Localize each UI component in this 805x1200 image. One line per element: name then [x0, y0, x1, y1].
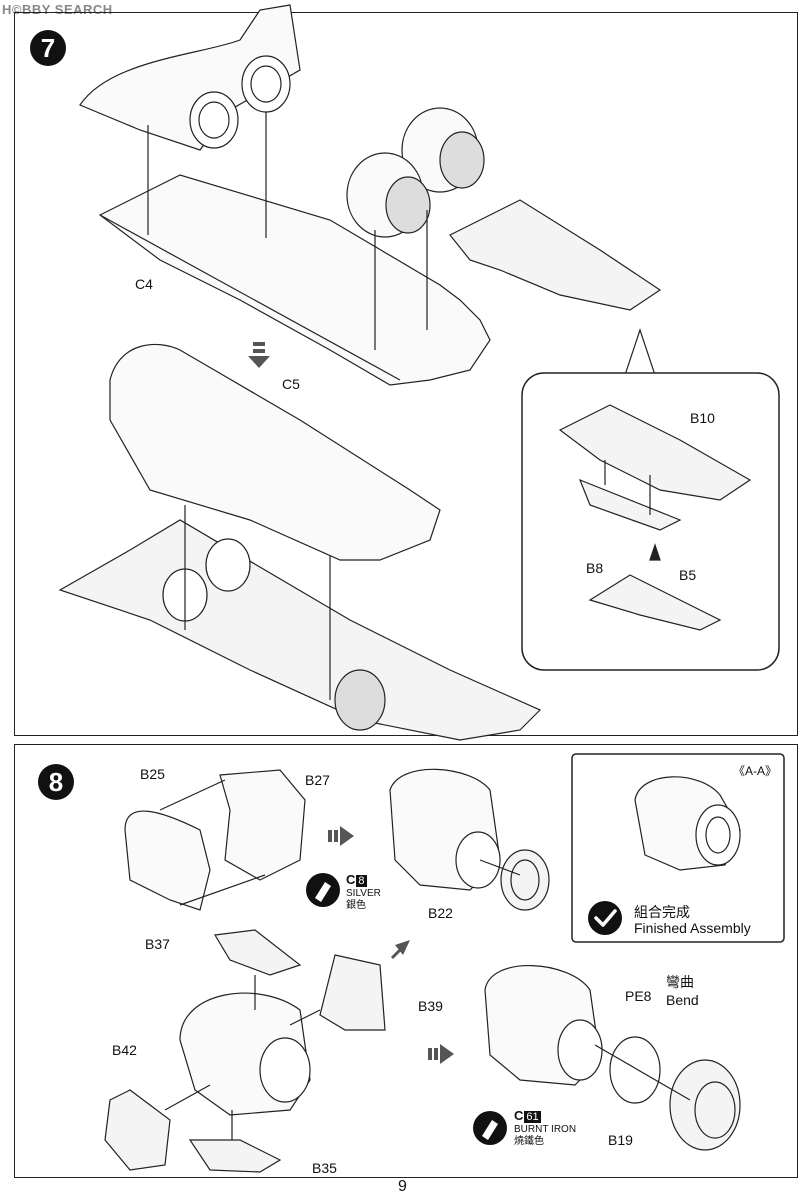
label-b19: B19	[608, 1132, 633, 1148]
label-b35: B35	[312, 1160, 337, 1176]
label-c4: C4	[135, 276, 153, 292]
bend-note-en: Bend	[666, 992, 699, 1008]
b39-part	[319, 954, 386, 1031]
pe8-part	[609, 1036, 661, 1104]
label-b42: B42	[112, 1042, 137, 1058]
paint-brush-icon	[473, 1111, 507, 1145]
finished-assembly-en: Finished Assembly	[634, 920, 751, 936]
bend-note-jp: 彎曲	[666, 974, 694, 990]
watermark: H©BBY SEARCH	[2, 2, 113, 17]
b19-part	[669, 1059, 741, 1151]
label-b39: B39	[418, 998, 443, 1014]
check-icon	[588, 901, 622, 935]
paint-name: BURNT IRON	[514, 1124, 577, 1135]
tail-part-b10	[449, 199, 662, 311]
paint-brush-icon	[306, 873, 340, 907]
paint-name: SILVER	[346, 888, 381, 899]
paint-code: C	[346, 872, 356, 887]
step7-panel	[14, 12, 798, 736]
b27-part	[219, 769, 306, 881]
page-number: 9	[398, 1178, 407, 1195]
c5-upper-fuselage	[109, 343, 441, 561]
step8-panel	[14, 744, 798, 1178]
label-b5: B5	[679, 567, 697, 583]
label-b8: B8	[586, 560, 604, 576]
section-label: 《A-A》	[733, 764, 778, 778]
label-b25: B25	[140, 766, 165, 782]
paint-number: 61	[524, 1111, 541, 1123]
label-pe8: PE8	[625, 988, 652, 1004]
paint-name-jp: 銀色	[346, 900, 366, 911]
paint-name-jp: 燒鐵色	[514, 1136, 544, 1147]
b25-part	[124, 810, 211, 911]
b35-part	[188, 1139, 282, 1173]
b22-part	[500, 849, 550, 911]
label-b37: B37	[145, 936, 170, 952]
paint-number: 8	[356, 875, 367, 887]
label-b27: B27	[305, 772, 330, 788]
finished-assembly-jp: 組合完成	[634, 904, 690, 920]
label-b10: B10	[690, 410, 715, 426]
paint-code: C	[514, 1108, 524, 1123]
step7-number: 7	[30, 30, 66, 66]
step8-number: 8	[38, 764, 74, 800]
b42-part	[104, 1089, 171, 1171]
label-b22: B22	[428, 905, 453, 921]
b37-part	[214, 929, 302, 976]
c4-lower-fuselage	[98, 174, 491, 386]
label-c5: C5	[282, 376, 300, 392]
